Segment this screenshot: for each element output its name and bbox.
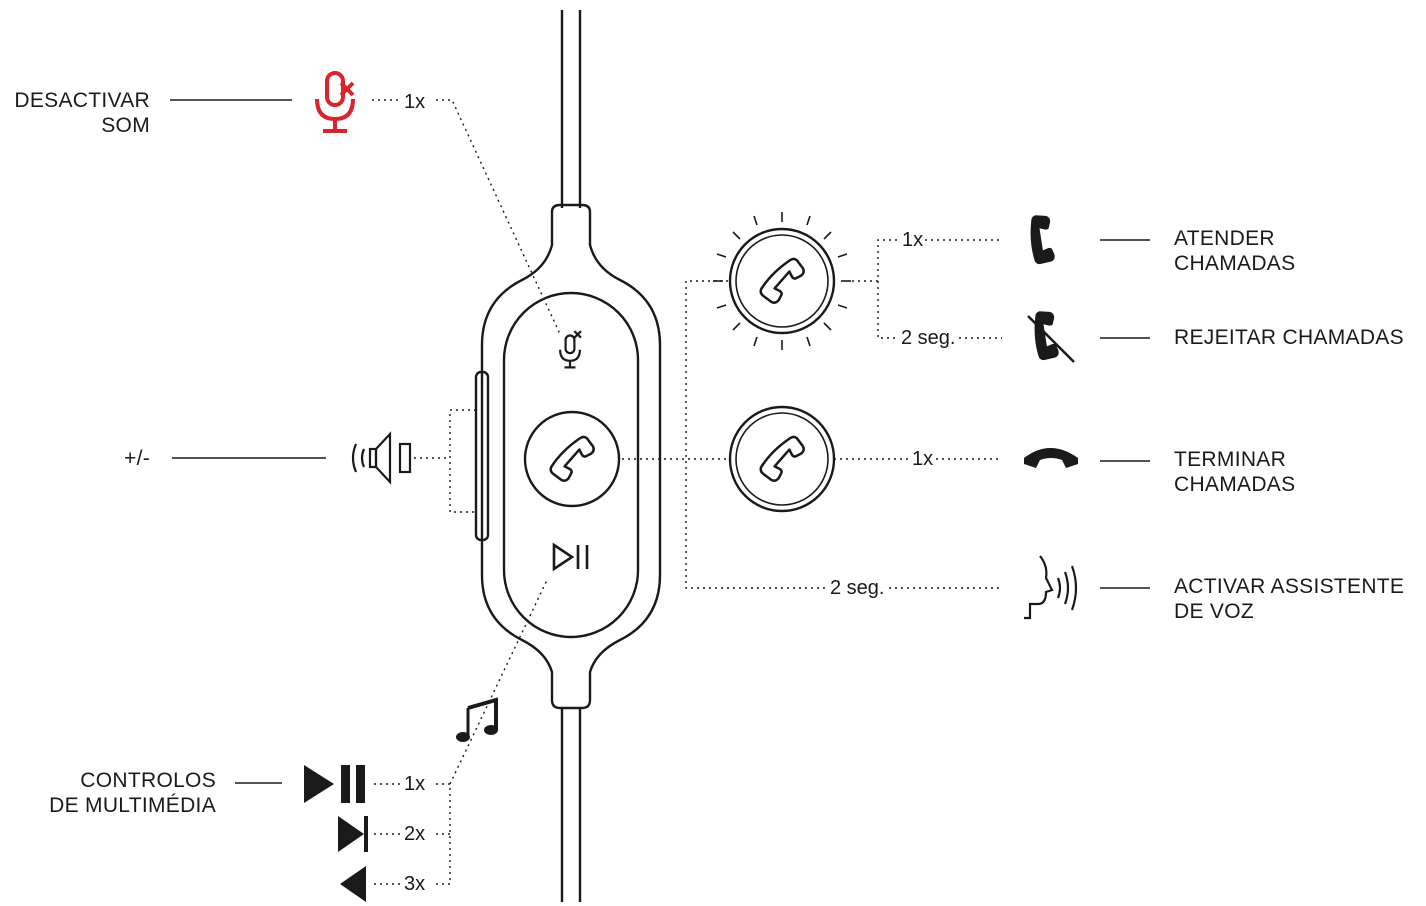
call-connectors bbox=[622, 239, 1002, 589]
right-leader-lines bbox=[1100, 239, 1150, 589]
mute-section bbox=[170, 71, 561, 335]
media-section bbox=[235, 577, 549, 902]
label-end: TERMINAR CHAMADAS bbox=[1174, 447, 1295, 497]
call-button-active bbox=[728, 405, 836, 513]
remote-body bbox=[474, 203, 662, 710]
remote-call-button bbox=[523, 410, 621, 508]
label-reject: REJEITAR CHAMADAS bbox=[1174, 326, 1404, 349]
call-button-blinking bbox=[713, 212, 851, 350]
label-end-line2: CHAMADAS bbox=[1174, 473, 1296, 496]
cable bbox=[560, 10, 582, 902]
next-track-icon bbox=[338, 816, 368, 852]
voice-assistant-icon bbox=[1024, 555, 1078, 620]
call-answer-icon bbox=[1011, 209, 1073, 271]
label-mute: DESACTIVAR SOM bbox=[4, 88, 150, 138]
count-next: 2x bbox=[402, 822, 428, 846]
call-reject-icon bbox=[1015, 305, 1077, 367]
count-mute: 1x bbox=[402, 90, 428, 114]
label-answer: ATENDER CHAMADAS bbox=[1174, 226, 1295, 276]
previous-track-icon bbox=[340, 866, 366, 902]
label-mute-line1: DESACTIVAR bbox=[14, 89, 150, 112]
count-play-pause: 1x bbox=[402, 772, 428, 796]
call-end-icon bbox=[1024, 448, 1078, 468]
label-answer-line1: ATENDER bbox=[1174, 227, 1275, 250]
label-media-line1: CONTROLOS bbox=[80, 769, 216, 792]
label-media-line2: DE MULTIMÉDIA bbox=[49, 794, 216, 817]
remote-mute-button-icon bbox=[558, 330, 582, 369]
label-media: CONTROLOS DE MULTIMÉDIA bbox=[4, 768, 216, 818]
volume-section bbox=[172, 409, 476, 513]
play-pause-icon bbox=[304, 765, 365, 803]
label-assistant-line1: ACTIVAR ASSISTENTE bbox=[1174, 575, 1405, 598]
count-reject: 2 seg. bbox=[899, 326, 958, 350]
count-assistant: 2 seg. bbox=[828, 576, 887, 600]
speaker-volume-icon bbox=[351, 431, 412, 485]
label-assistant-line2: DE VOZ bbox=[1174, 600, 1254, 623]
label-answer-line2: CHAMADAS bbox=[1174, 252, 1296, 275]
label-end-line1: TERMINAR bbox=[1174, 448, 1287, 471]
count-answer: 1x bbox=[900, 228, 926, 252]
count-previous: 3x bbox=[402, 872, 428, 896]
count-end: 1x bbox=[910, 447, 936, 471]
remote-play-pause-icon bbox=[552, 542, 589, 572]
label-volume: +/- bbox=[124, 447, 150, 470]
music-note-icon bbox=[456, 697, 498, 742]
label-assistant: ACTIVAR ASSISTENTE DE VOZ bbox=[1174, 574, 1404, 624]
mic-muted-icon bbox=[315, 71, 355, 133]
label-mute-line2: SOM bbox=[101, 114, 150, 137]
